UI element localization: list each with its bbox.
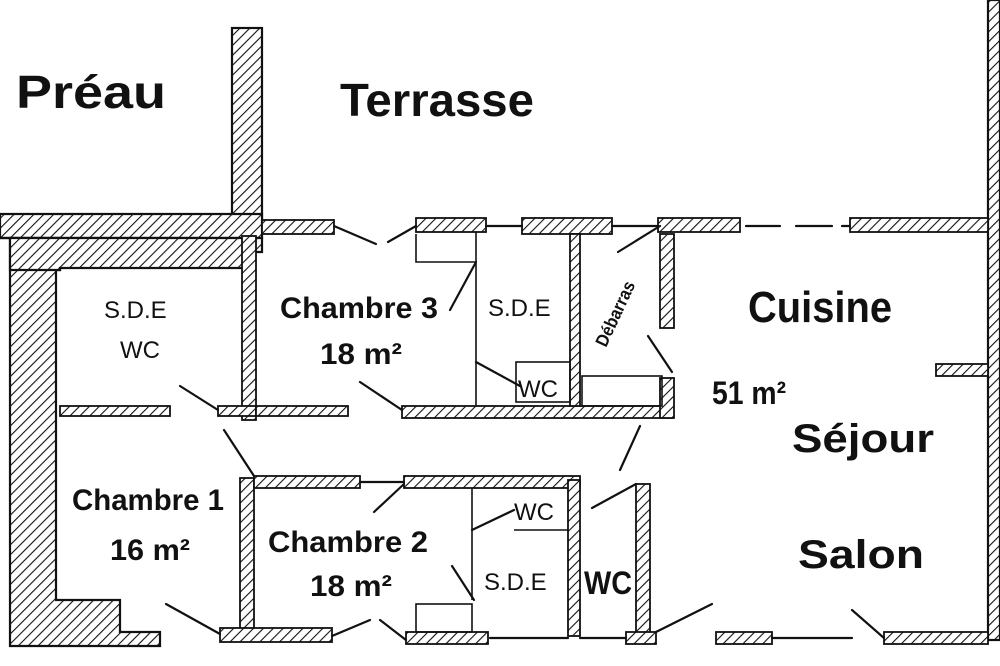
wall-bottom: [405, 631, 489, 645]
label-cuisine: Cuisine: [748, 283, 892, 332]
wall-top-left: [0, 212, 264, 240]
exterior-walls: [0, 0, 1000, 648]
top-wall-segments: [261, 217, 989, 235]
top-wall-seg: [415, 217, 487, 233]
door-swing: [164, 602, 222, 636]
wall-interior: [253, 475, 361, 489]
door-swing: [378, 618, 408, 642]
label-sde-top: S.D.E: [488, 295, 551, 322]
door-swing: [850, 608, 886, 640]
door-swing: [448, 260, 478, 312]
label-living-area: 51 m²: [712, 375, 786, 411]
door-swing: [654, 602, 714, 634]
label-wc-bottom: WC: [584, 565, 632, 601]
fixture-outline: [415, 234, 476, 263]
door-swing: [618, 424, 642, 472]
wall-interior: [401, 405, 673, 419]
door-swing: [450, 564, 476, 602]
top-wall-seg: [261, 219, 335, 235]
wall-interior: [255, 405, 349, 417]
door-swing: [372, 482, 406, 514]
label-chambre1: Chambre 1: [72, 484, 224, 517]
wall-interior: [239, 477, 255, 635]
label-sde-left: S.D.E: [104, 297, 167, 324]
wall-interior: [59, 405, 171, 417]
wall-bottom: [883, 631, 989, 645]
wall-right-outer: [986, 0, 1000, 642]
label-chambre3: Chambre 3: [280, 292, 438, 325]
door-swing: [330, 618, 372, 638]
wc-box: [515, 361, 571, 403]
label-sde-bottom: S.D.E: [484, 569, 547, 596]
door-swing: [616, 224, 662, 254]
labels: Préau Terrasse S.D.E WC Chambre 3 18 m² …: [16, 66, 934, 603]
wall-bottom: [219, 627, 333, 643]
label-wc-top: WC: [518, 376, 558, 403]
door-swing: [332, 224, 378, 246]
door-swing: [358, 380, 404, 412]
interior-walls: [59, 232, 989, 645]
wall-interior: [567, 479, 581, 637]
door-swing: [590, 482, 638, 510]
wall-bottom: [715, 631, 773, 645]
door-swing: [470, 508, 516, 532]
label-chambre2-area: 18 m²: [310, 570, 392, 603]
label-debarras: Débarras: [591, 278, 639, 350]
door-swing: [386, 224, 418, 244]
wall-interior: [659, 233, 675, 329]
label-wc-mid: WC: [514, 499, 554, 526]
door-swing: [222, 428, 256, 478]
label-preau: Préau: [16, 66, 166, 118]
wall-corner: [8, 236, 264, 272]
doors: [164, 224, 886, 642]
door-swing: [474, 360, 522, 388]
wall-interior: [569, 233, 581, 407]
door-swing: [178, 384, 220, 412]
label-chambre1-area: 16 m²: [110, 534, 190, 567]
wall-interior: [403, 475, 581, 489]
label-salon: Salon: [798, 533, 924, 577]
top-wall-seg: [849, 217, 989, 233]
wall-pillar: [230, 26, 264, 220]
wall-bottom: [625, 631, 657, 645]
label-chambre2: Chambre 2: [268, 526, 428, 559]
label-wc-left: WC: [120, 337, 160, 364]
label-chambre3-area: 18 m²: [320, 338, 402, 371]
label-sejour: Séjour: [792, 417, 934, 461]
wall-interior: [217, 405, 257, 417]
wall-interior: [659, 377, 675, 419]
top-wall-seg: [657, 217, 741, 233]
wall-interior: [635, 483, 651, 635]
label-terrasse: Terrasse: [340, 74, 534, 126]
wall-interior: [241, 235, 257, 421]
door-swing: [646, 334, 674, 374]
fixture-outline: [415, 603, 473, 633]
top-wall-seg: [521, 217, 613, 235]
wall-interior: [935, 363, 989, 377]
debarras-shelf: [581, 375, 663, 407]
